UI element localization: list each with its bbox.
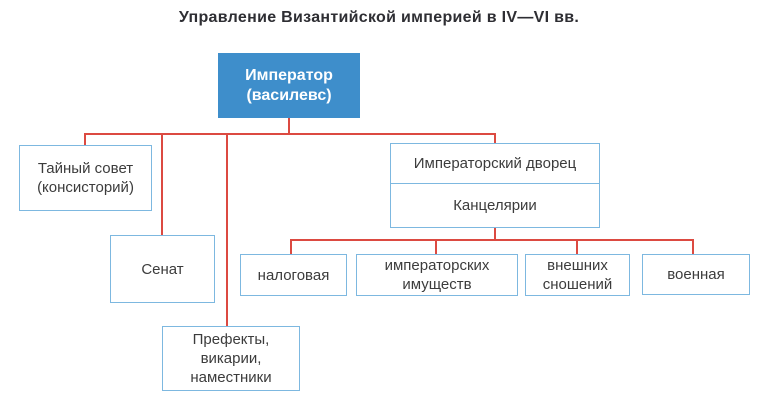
- node-imperial-palace: Императорский дворец: [391, 144, 599, 184]
- node-prefects-line1: Префекты,: [192, 331, 270, 348]
- node-chancellery-foreign-relations-line2: сношений: [542, 276, 613, 293]
- connector-emperor-down: [288, 118, 290, 135]
- node-emperor: Император (василевс): [218, 53, 360, 118]
- node-chancelleries-label: Канцелярии: [453, 196, 537, 214]
- node-chancellery-tax-label: налоговая: [257, 266, 330, 284]
- node-chancellery-military-label: военная: [667, 266, 725, 283]
- node-chancellery-foreign-relations: внешних сношений: [525, 254, 630, 296]
- node-senate: Сенат: [110, 235, 215, 303]
- node-chancellery-imperial-property: императорских имуществ: [356, 254, 518, 296]
- connector-drop-palace: [494, 133, 496, 143]
- connector-drop-secret-council: [84, 133, 86, 145]
- node-senate-label: Сенат: [141, 260, 184, 278]
- connector-drop-foreign-relations: [576, 239, 578, 254]
- connector-level2-horizontal: [290, 239, 694, 241]
- diagram-title: Управление Византийской империей в IV—VI…: [178, 9, 580, 26]
- node-imperial-palace-label: Императорский дворец: [413, 155, 577, 172]
- connector-drop-senate: [161, 133, 163, 235]
- node-chancellery-imperial-property-line2: имуществ: [402, 276, 472, 293]
- node-prefects-line3: наместники: [190, 369, 272, 386]
- node-chancelleries: Канцелярии: [391, 184, 599, 226]
- node-chancellery-foreign-relations-line1: внешних: [547, 257, 608, 274]
- connector-chancelleries-down: [494, 228, 496, 241]
- node-chancellery-imperial-property-line1: императорских: [384, 257, 490, 274]
- node-secret-council: Тайный совет (консисторий): [19, 145, 152, 211]
- node-secret-council-line1: Тайный совет: [37, 160, 134, 177]
- node-emperor-line2: (василевс): [246, 86, 332, 104]
- node-emperor-line1: Император: [245, 66, 333, 84]
- connector-drop-tax: [290, 239, 292, 254]
- node-secret-council-line2: (консисторий): [37, 179, 134, 196]
- connector-drop-imperial-property: [435, 239, 437, 254]
- node-prefects-line2: викарии,: [200, 350, 262, 367]
- node-chancellery-military: военная: [642, 254, 750, 295]
- connector-drop-military: [692, 239, 694, 254]
- node-prefects: Префекты, викарии, наместники: [162, 326, 300, 391]
- node-imperial-palace-group: Императорский дворец Канцелярии: [390, 143, 600, 228]
- node-chancellery-tax: налоговая: [240, 254, 347, 296]
- connector-level1-horizontal: [84, 133, 496, 135]
- connector-drop-prefects: [226, 133, 228, 326]
